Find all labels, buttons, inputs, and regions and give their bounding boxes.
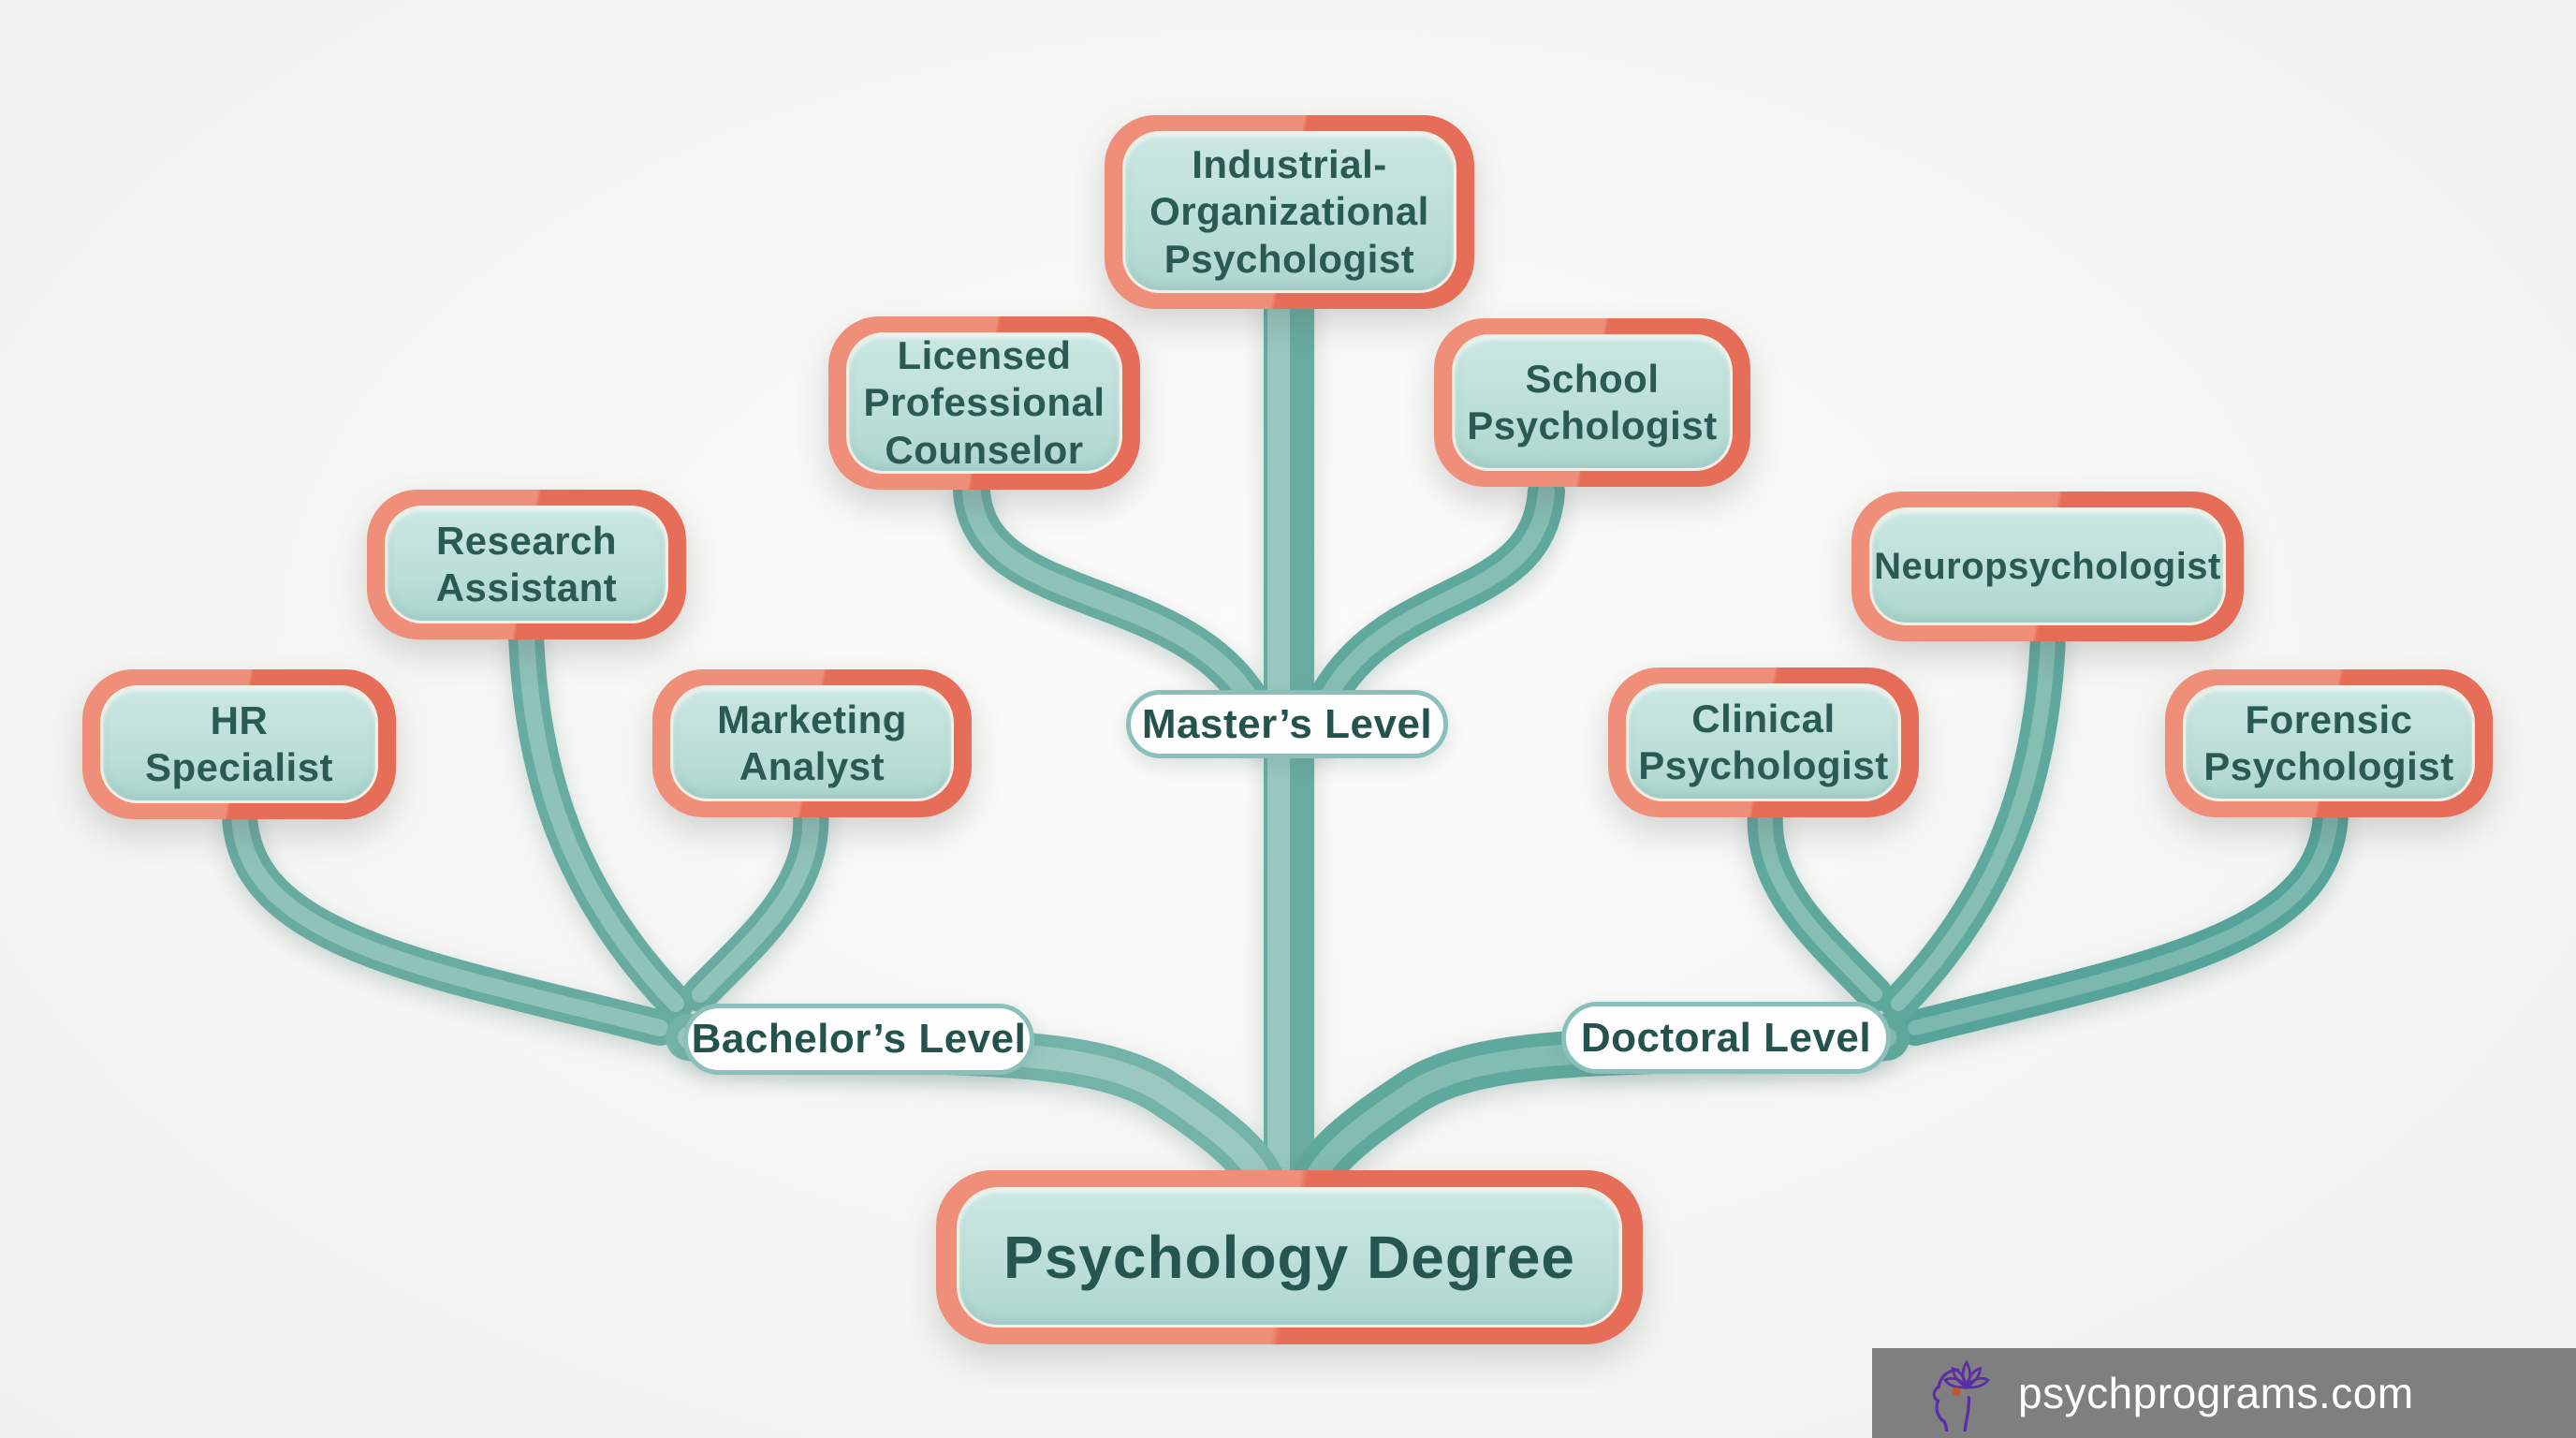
root-label: Psychology Degree (1003, 1223, 1575, 1291)
career-box-inner: Forensic Psychologist (2183, 685, 2475, 801)
level-pill-bachelors: Bachelor’s Level (683, 1004, 1034, 1075)
career-label: Clinical Psychologist (1638, 696, 1889, 787)
career-box-inner: Research Assistant (385, 506, 668, 624)
branch-marketing (682, 795, 829, 1012)
root-box-psychology-degree: Psychology Degree (936, 1170, 1643, 1344)
career-box-inner: Industrial- Organizational Psychologist (1122, 131, 1456, 293)
career-label: Neuropsychologist (1874, 546, 2221, 587)
branch-forensic (1897, 795, 2349, 1046)
career-label: Marketing Analyst (717, 697, 907, 788)
career-box-research-assistant: Research Assistant (367, 490, 686, 639)
branch-forensic-hl (1908, 805, 2338, 1035)
level-pill-doctoral: Doctoral Level (1561, 1002, 1891, 1074)
level-pill-masters: Master’s Level (1126, 690, 1448, 758)
career-box-industrial-organizational-psychologist: Industrial- Organizational Psychologist (1105, 115, 1474, 309)
site-url-text: psychprograms.com (2018, 1369, 2414, 1417)
branch-research (508, 617, 694, 1021)
root-box-inner: Psychology Degree (957, 1187, 1622, 1328)
career-box-clinical-psychologist: Clinical Psychologist (1608, 668, 1919, 817)
career-box-licensed-professional-counselor: Licensed Professional Counselor (828, 316, 1140, 490)
branch-neuro-hl (1891, 629, 2056, 1011)
career-box-school-psychologist: School Psychologist (1434, 318, 1750, 487)
branch-hr (222, 797, 678, 1046)
career-box-marketing-analyst: Marketing Analyst (652, 669, 972, 817)
career-box-inner: School Psychologist (1452, 334, 1733, 471)
career-box-hr-specialist: HR Specialist (82, 669, 396, 819)
career-box-inner: Neuropsychologist (1869, 507, 2226, 625)
branch-neuro (1881, 619, 2066, 1021)
career-label: Licensed Professional Counselor (863, 332, 1105, 472)
career-box-inner: HR Specialist (100, 685, 378, 803)
branch-clinical-hl (1757, 805, 1882, 1002)
branch-research-hl (518, 626, 684, 1012)
career-box-inner: Clinical Psychologist (1626, 683, 1901, 801)
career-label: HR Specialist (144, 697, 334, 789)
career-box-neuropsychologist: Neuropsychologist (1852, 492, 2244, 641)
career-label: School Psychologist (1467, 356, 1718, 448)
level-label-doctoral: Doctoral Level (1580, 1014, 1872, 1061)
branch-clinical (1747, 795, 1893, 1012)
site-banner: psychprograms.com (1872, 1348, 2576, 1438)
branch-hr-hl (231, 806, 668, 1036)
level-label-masters: Master’s Level (1141, 700, 1433, 747)
career-label: Forensic Psychologist (2203, 697, 2454, 788)
career-label: Research Assistant (435, 518, 618, 609)
career-box-forensic-psychologist: Forensic Psychologist (2165, 669, 2493, 817)
career-box-inner: Marketing Analyst (670, 685, 954, 801)
level-label-bachelors: Bachelor’s Level (691, 1016, 1027, 1062)
career-box-inner: Licensed Professional Counselor (846, 332, 1122, 474)
career-label: Industrial- Organizational Psychologist (1149, 141, 1429, 281)
head-lotus-icon (1932, 1359, 1990, 1431)
branch-marketing-hl (692, 804, 820, 1003)
